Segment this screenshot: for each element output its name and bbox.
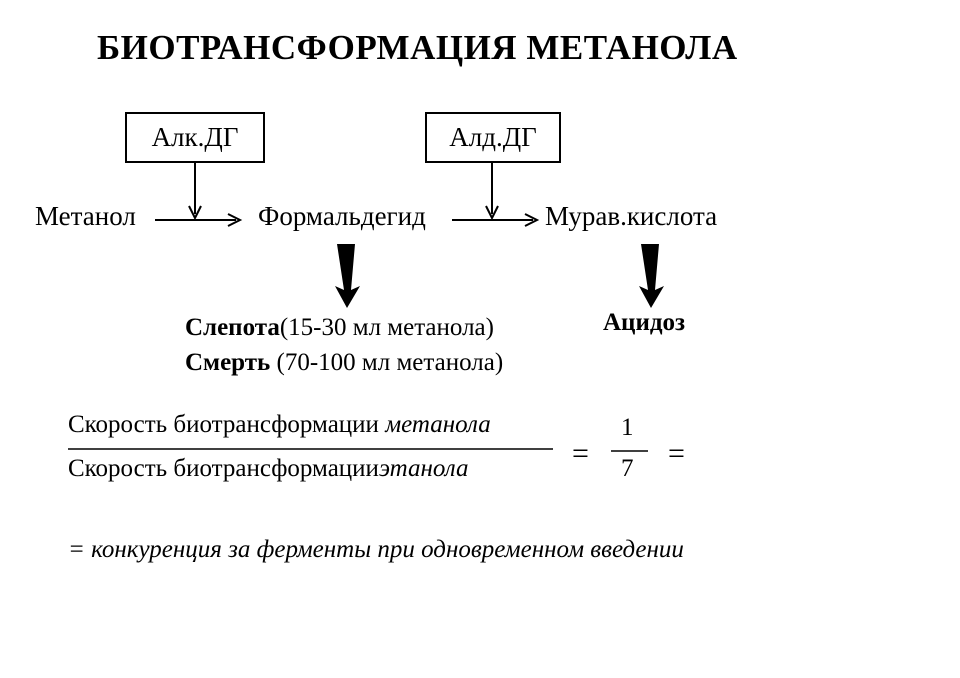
effect-death: Смерть (70-100 мл метанола) [185,345,503,380]
node-methanol: Метанол [35,201,136,231]
equals-sign-1: = [572,437,589,470]
effect-blindness-label: Слепота [185,314,280,341]
effect-blindness: Слепота(15-30 мл метанола) [185,310,503,345]
arrow-aldehyde-dh-catalyzes [485,163,499,221]
ratio-numerator: Скорость биотрансформации метанола [68,411,491,439]
enzyme-box-alcohol-dehydrogenase: Алк.ДГ [125,112,265,163]
enzyme-label-alcohol-dehydrogenase: Алк.ДГ [151,122,239,152]
ratio-denominator: Скорость биотрансформацииэтанола [68,455,468,483]
arrow-formic-acid-effects [639,244,664,308]
equals-sign-2: = [668,437,685,470]
arrow-methanol-to-formaldehyde [155,213,243,227]
ratio-denominator-text: Скорость биотрансформации [68,455,379,482]
node-formaldehyde: Формальдегид [258,201,426,231]
ratio-numerator-text: Скорость биотрансформации [68,411,386,438]
arrow-formaldehyde-effects [335,244,360,308]
competition-note: = конкуренция за ферменты при одновремен… [68,536,684,563]
effect-death-dose: (70-100 мл метанола) [270,349,504,376]
formaldehyde-effects: Слепота(15-30 мл метанола) Смерть (70-10… [185,310,503,380]
effect-blindness-dose: (15-30 мл метанола) [279,314,494,341]
page-title: БИОТРАНСФОРМАЦИЯ МЕТАНОЛА [97,28,738,67]
effect-acidosis: Ацидоз [603,309,686,336]
ratio-value-numerator: 1 [621,414,634,441]
enzyme-label-aldehyde-dehydrogenase: Алд.ДГ [449,122,537,152]
arrow-alcohol-dh-catalyzes [188,163,202,221]
effect-death-label: Смерть [185,349,271,376]
arrow-formaldehyde-to-formic-acid [452,213,540,227]
ratio-numerator-italic: метанола [385,411,491,438]
ratio-denominator-italic: этанола [378,455,469,482]
ratio-value-denominator: 7 [621,455,634,482]
node-formic-acid: Мурав.кислота [545,201,718,231]
enzyme-box-aldehyde-dehydrogenase: Алд.ДГ [425,112,561,163]
